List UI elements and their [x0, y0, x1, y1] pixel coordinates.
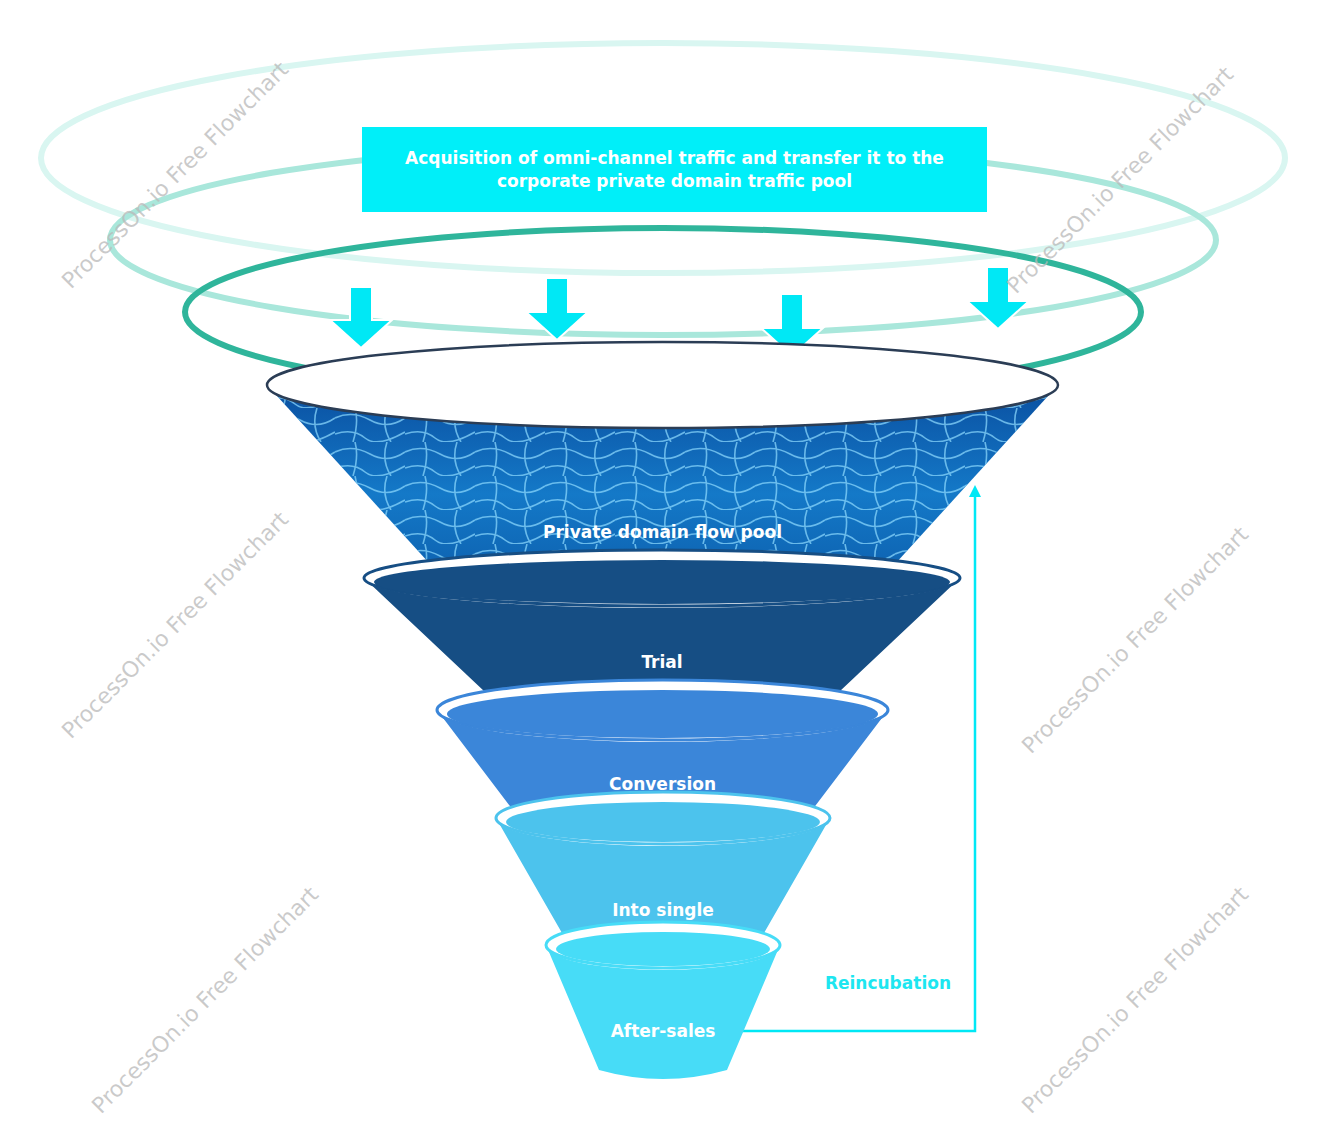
source-box: Acquisition of omni-channel traffic and …: [362, 127, 987, 212]
stage-label: Trial: [641, 651, 682, 673]
box-text: Acquisition of omni-channel traffic and …: [402, 147, 947, 193]
outer-ring: [41, 43, 1285, 273]
watermark: ProcessOn.io Free Flowchart: [1017, 522, 1253, 758]
watermark: ProcessOn.io Free Flowchart: [57, 57, 293, 293]
watermark: ProcessOn.io Free Flowchart: [1002, 62, 1238, 298]
stage-label: Private domain flow pool: [543, 521, 782, 543]
watermark: ProcessOn.io Free Flowchart: [1017, 882, 1253, 1118]
edge-label: Reincubation: [823, 973, 953, 993]
stage-label: After-sales: [611, 1020, 716, 1042]
watermark: ProcessOn.io Free Flowchart: [87, 882, 323, 1118]
watermark: ProcessOn.io Free Flowchart: [57, 507, 293, 743]
funnel-shape: [544, 920, 782, 1082]
stage-label: Into single: [612, 899, 714, 921]
after-sales-segment: After-sales: [544, 920, 782, 1082]
